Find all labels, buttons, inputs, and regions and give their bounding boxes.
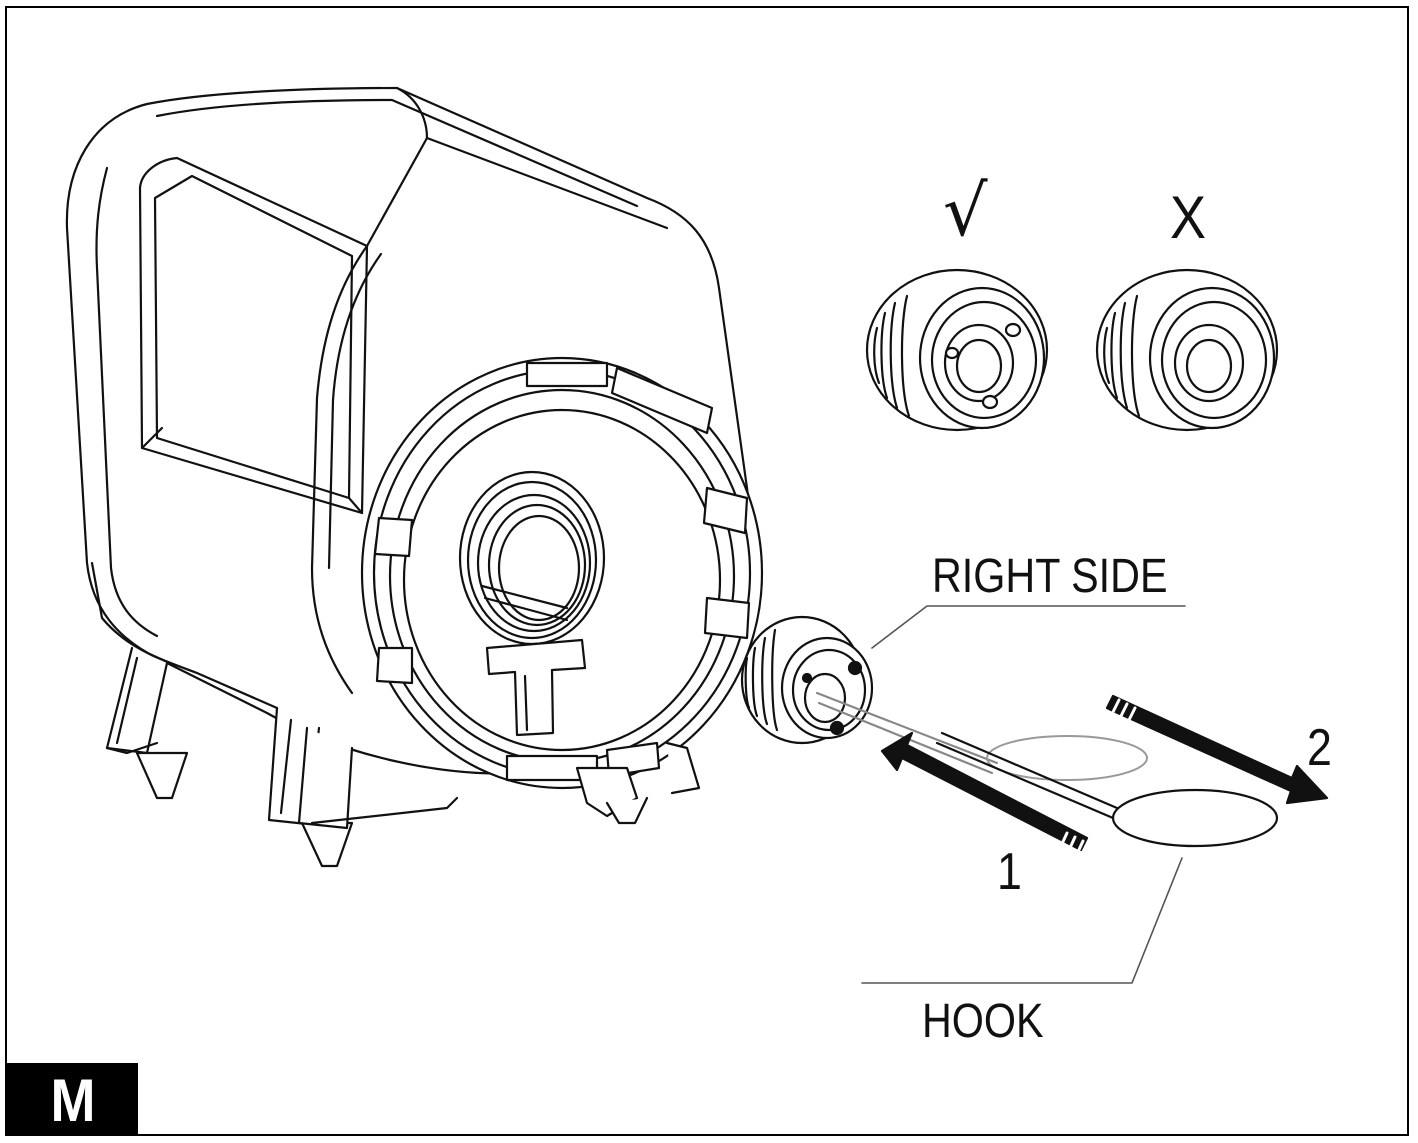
hook-label: HOOK — [922, 995, 1044, 1048]
arrow-step-1 — [880, 731, 1089, 856]
hook-part — [815, 691, 1279, 848]
pump-intake — [360, 356, 764, 790]
pump-diagram — [65, 86, 1329, 984]
correct-mark: √ — [943, 170, 988, 252]
pump-feet — [105, 646, 701, 868]
installed-plug — [740, 615, 874, 745]
correct-plug — [865, 268, 1049, 432]
incorrect-plug — [1095, 268, 1279, 432]
arrow-step-2 — [1105, 694, 1329, 805]
step-1-label: 1 — [997, 843, 1022, 901]
right-side-leader — [871, 605, 1186, 649]
right-side-label: RIGHT SIDE — [932, 550, 1168, 603]
step-2-label: 2 — [1307, 719, 1332, 777]
panel-letter: M — [49, 1067, 95, 1134]
leader-lines — [861, 605, 1186, 984]
hook-leader — [861, 857, 1183, 984]
illustration-panel: √ X RIGHT SIDE 1 2 HOOK M — [5, 6, 1409, 1136]
panel-letter-badge: M — [7, 1063, 138, 1134]
incorrect-mark: X — [1170, 184, 1207, 251]
